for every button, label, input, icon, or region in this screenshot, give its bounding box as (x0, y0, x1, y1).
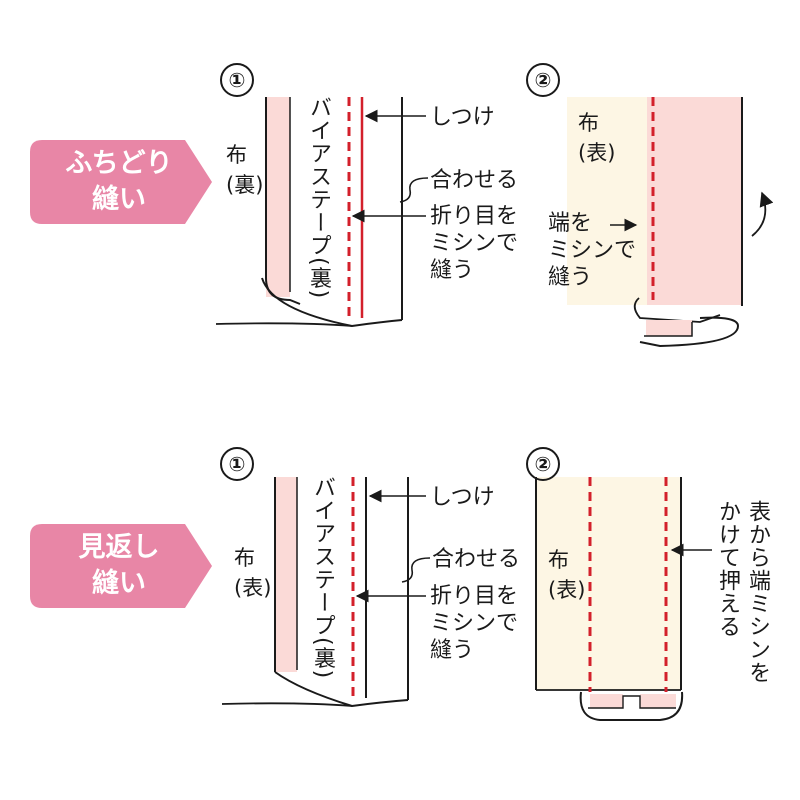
panel-1-2-edge-callout: 端を ミシンで 縫う (548, 211, 637, 290)
panel-2-1-drawing (221, 477, 431, 708)
section-2-badge-label: 見返し 縫い (78, 532, 160, 599)
panel-2-2-fabric-label: 布 (表) (548, 548, 586, 602)
panel-1-1-sew-callout: 折り目を ミシンで 縫う (430, 204, 519, 283)
panel-1-2-fabric-label: 布 (表) (578, 111, 616, 165)
panel-1-2-step-number: ② (526, 63, 560, 97)
section-1-badge-label: ふちどり 縫い (65, 148, 173, 215)
panel-1-1-align-callout: 合わせる (430, 168, 519, 193)
panel-1-1-fabric-label: 布 (裏) (226, 143, 264, 197)
panel-2-2-step-number: ② (526, 447, 560, 481)
panel-2-1-sew-callout: 折り目を ミシンで 縫う (430, 584, 519, 663)
panel-2-1-step-number: ① (220, 447, 254, 481)
panel-1-1-baste-callout: しつけ (430, 105, 495, 130)
badge-shape-2 (30, 524, 212, 608)
panel-2-1-tape-label: バイアステープ(裏) (310, 476, 335, 680)
panel-1-1-step-number: ① (220, 63, 254, 97)
panel-1-1-drawing (215, 97, 429, 328)
panel-2-1-baste-callout: しつけ (430, 485, 495, 510)
panel-2-2-topstitch-callout: 表から端ミシンを かけて押える (715, 500, 770, 684)
panel-2-2-drawing (535, 477, 712, 721)
badge-shape-1 (30, 140, 212, 224)
panel-1-2-drawing (567, 97, 774, 348)
panel-1-1-tape-label: バイアステープ(裏) (306, 96, 331, 300)
panel-2-1-fabric-label: 布 (表) (234, 546, 272, 600)
panel-2-1-align-callout: 合わせる (432, 547, 521, 572)
